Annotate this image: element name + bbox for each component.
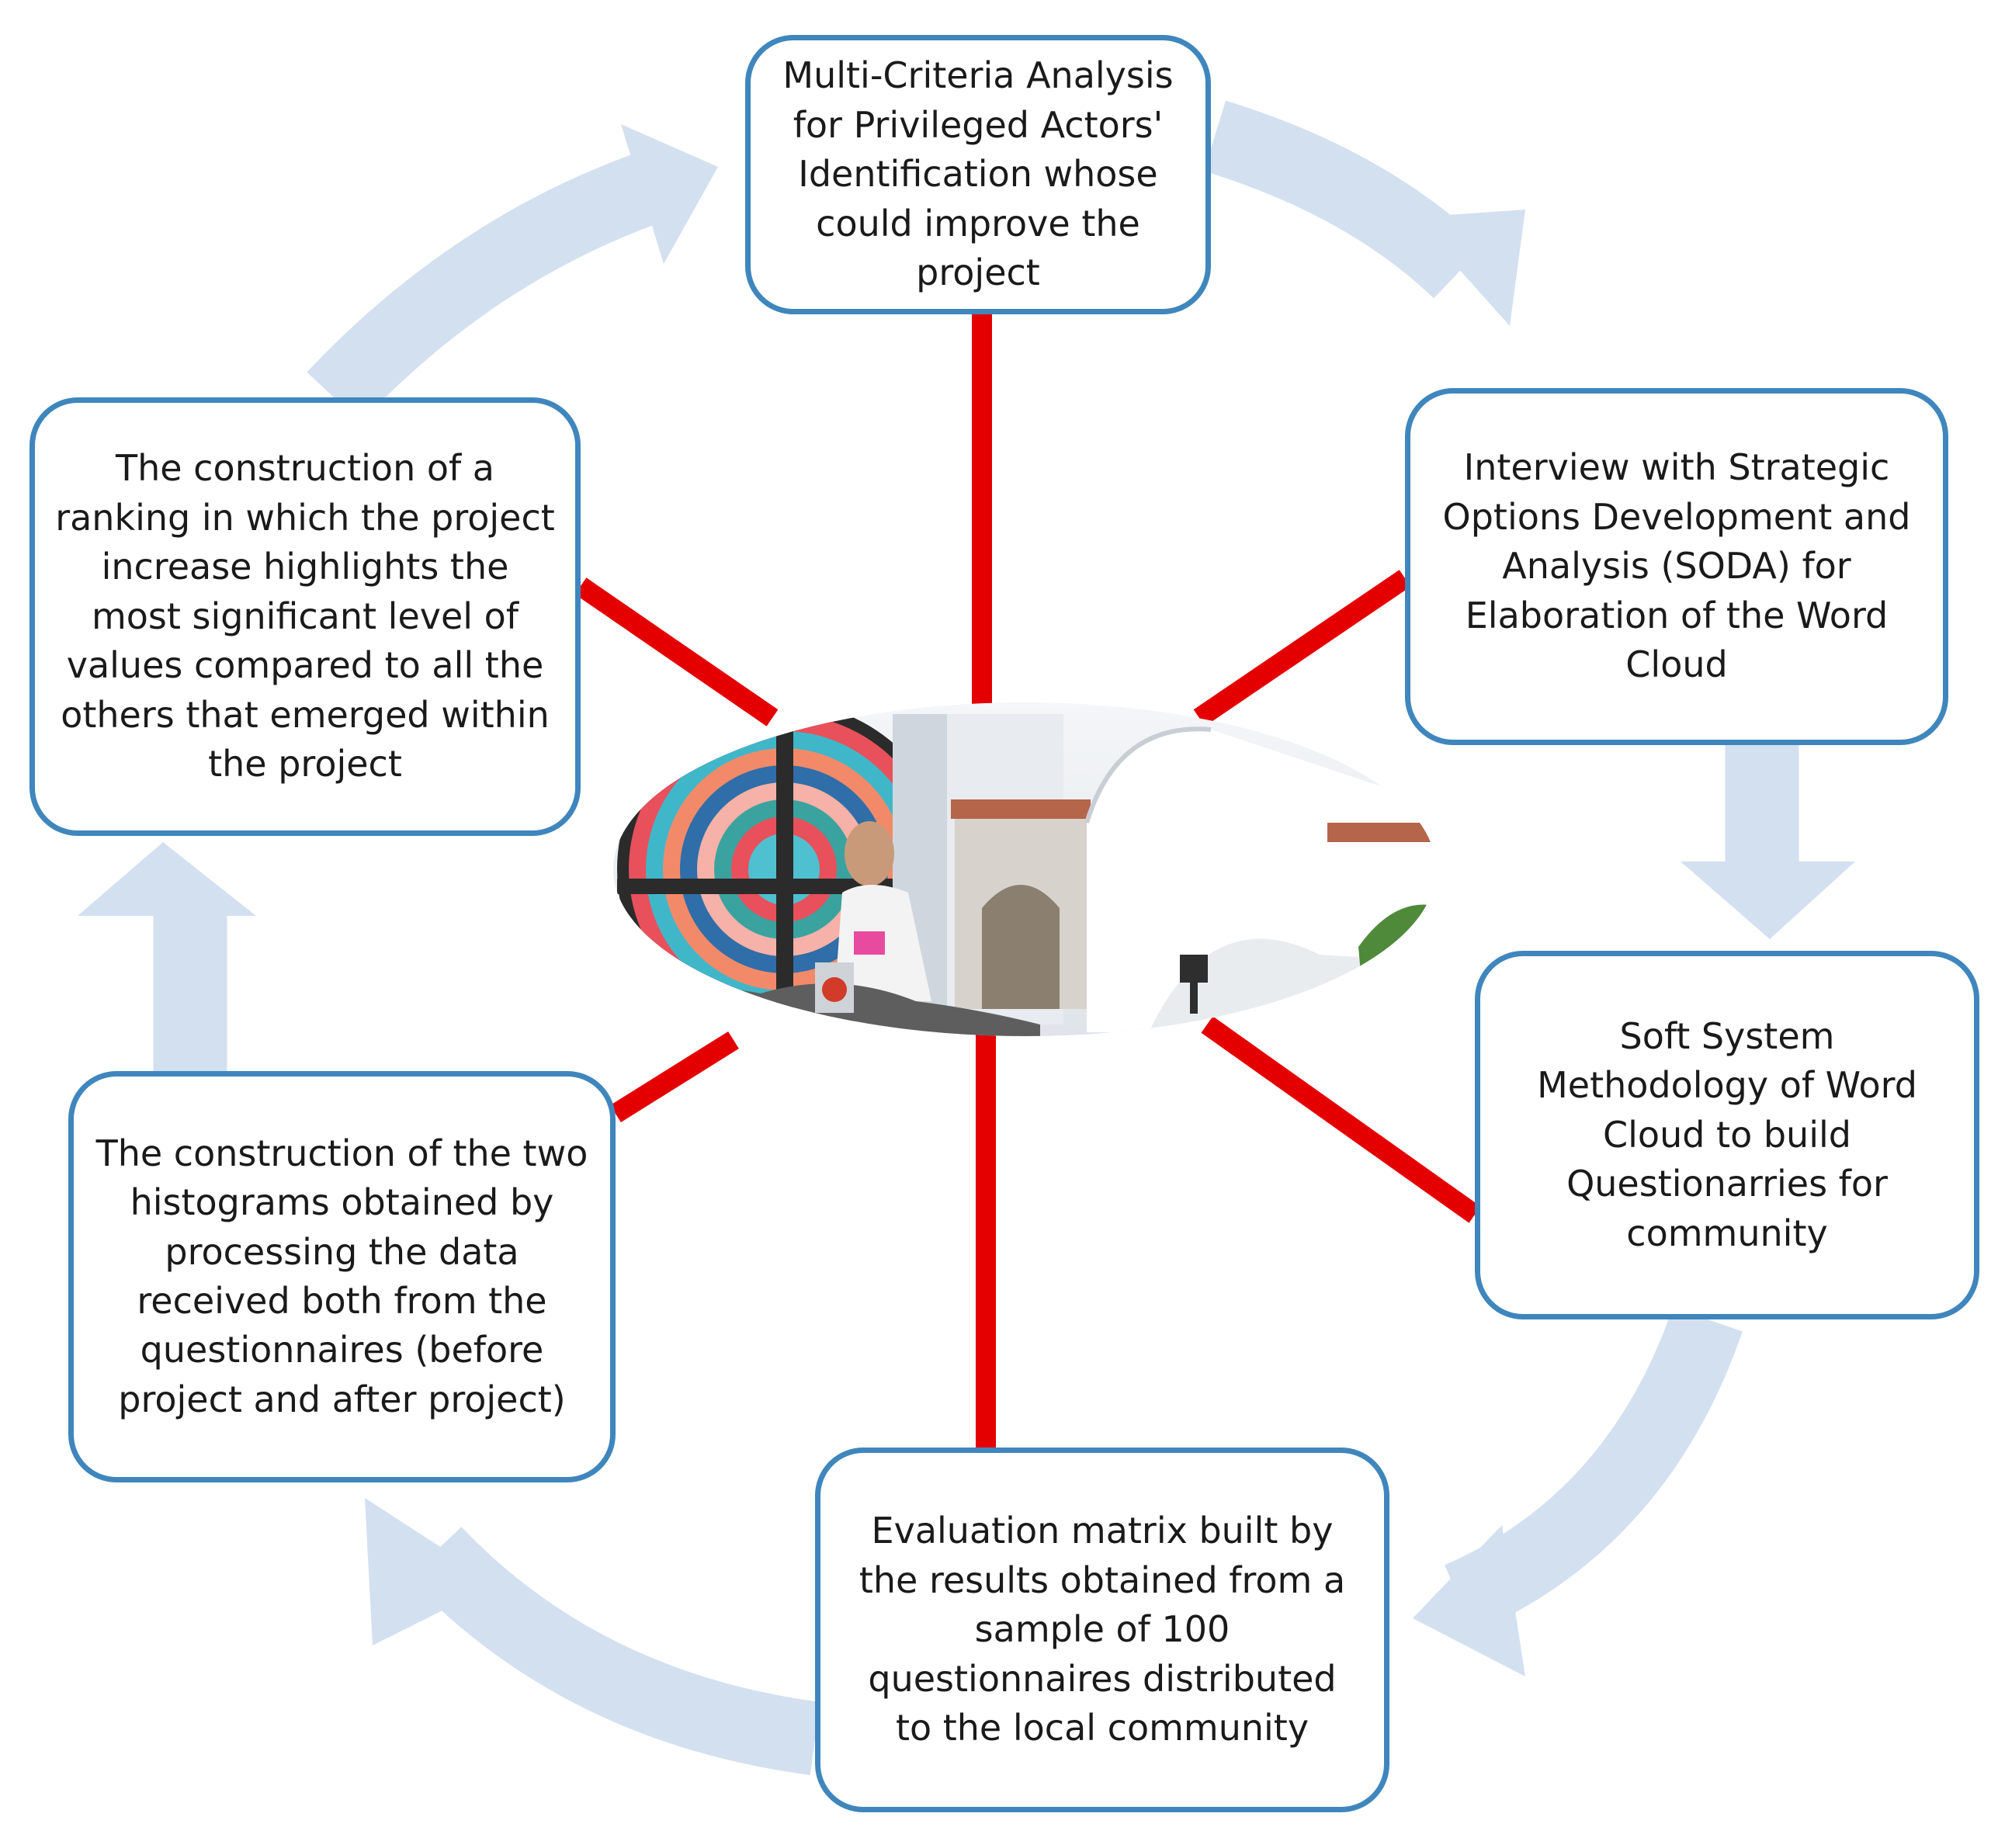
cycle-arrow-bottom-to-lower-left [365, 1498, 820, 1776]
step-box-multi-criteria-analysis: Multi-Criteria Analysis for Privileged A… [745, 35, 1211, 314]
step-text-soda-interview: Interview with Strategic Options Develop… [1442, 446, 1911, 686]
step-text-soft-system-methodology: Soft System Methodology of Word Cloud to… [1537, 1014, 1917, 1254]
step-box-histograms: The construction of the two histograms o… [68, 1071, 616, 1482]
center-photo-collage [613, 702, 1436, 1036]
step-box-soda-interview: Interview with Strategic Options Develop… [1405, 388, 1948, 745]
connector-left [574, 577, 779, 726]
step-text-histograms: The construction of the two histograms o… [95, 1132, 588, 1420]
cycle-arrow-right-to-lower-right [1681, 745, 1855, 939]
cycle-arrow-lower-right-to-bottom [1413, 1307, 1743, 1676]
cycle-arrows [78, 100, 1855, 1776]
step-text-evaluation-matrix: Evaluation matrix built by the results o… [859, 1510, 1346, 1749]
white-building-icon [1084, 726, 1436, 1032]
cycle-arrow-top-to-right [1203, 100, 1525, 326]
step-text-multi-criteria-analysis: Multi-Criteria Analysis for Privileged A… [782, 54, 1174, 294]
arched-gate-icon [951, 799, 1091, 1009]
step-box-evaluation-matrix: Evaluation matrix built by the results o… [815, 1448, 1389, 1812]
step-box-ranking: The construction of a ranking in which t… [29, 397, 581, 836]
red-fruit-icon [815, 962, 854, 1013]
person-icon [834, 821, 931, 1001]
step-box-soft-system-methodology: Soft System Methodology of Word Cloud to… [1475, 951, 1979, 1319]
connector-lines [574, 314, 1481, 1448]
connector-lower-left [610, 1031, 739, 1123]
cycle-arrow-left-to-top [307, 124, 718, 423]
step-text-ranking: The construction of a ranking in which t… [55, 447, 555, 785]
lamp-icon [1180, 955, 1208, 1014]
connector-right [1193, 570, 1411, 726]
connector-lower-right [1201, 1016, 1481, 1223]
cycle-arrow-lower-left-to-left [78, 842, 256, 1071]
